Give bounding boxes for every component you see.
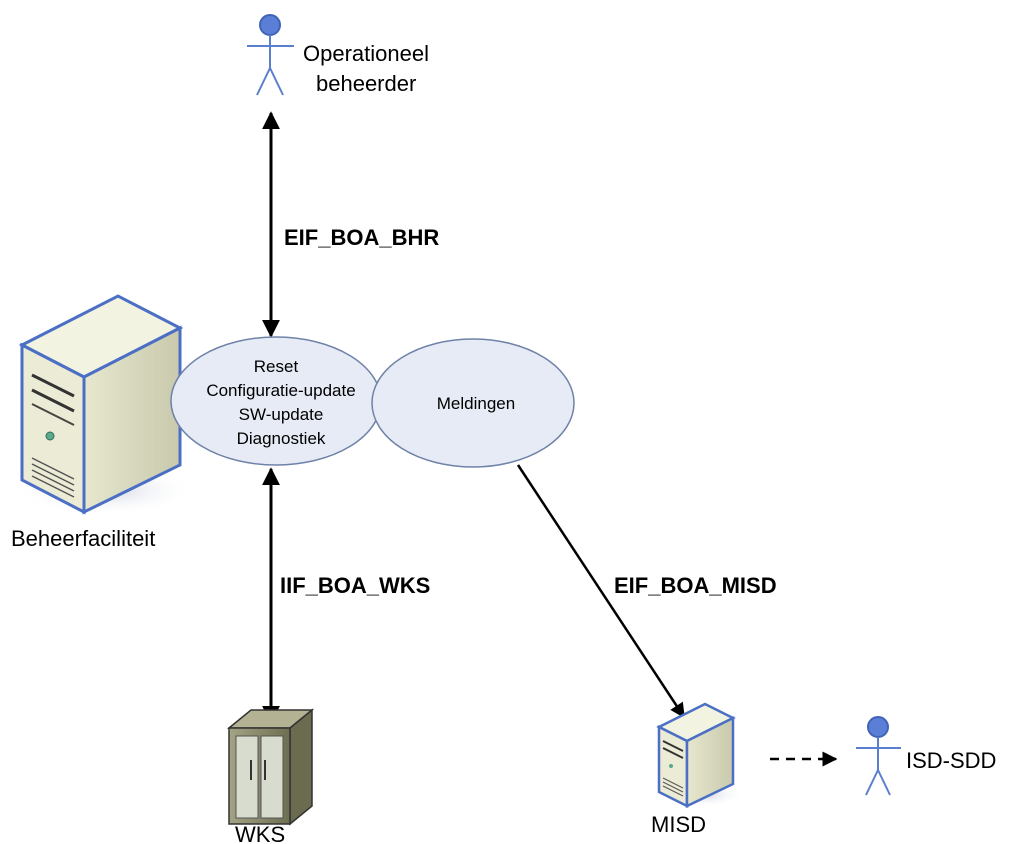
function-notifications-label: Meldingen [437,394,515,413]
person-icon [247,14,294,96]
server-icon [656,702,736,809]
actor-label: ISD-SDD [906,748,996,773]
function-line-diagnostics: Diagnostiek [237,429,326,448]
interface-label-wks: IIF_BOA_WKS [280,573,430,598]
server-misd: MISD [651,702,744,837]
misd-label: MISD [651,812,706,837]
wks-label: WKS [235,822,285,844]
ellipse-shape [371,338,575,468]
interface-label-misd: EIF_BOA_MISD [614,573,777,598]
function-notifications-ellipse: Meldingen [371,338,575,468]
function-control-ellipse: Reset Configuratie-update SW-update Diag… [170,336,382,466]
function-line-config-update: Configuratie-update [206,381,355,400]
connector-eif-boa-misd [516,464,686,719]
server-management-facility: Beheerfaciliteit [11,294,195,551]
cabinet-icon [226,708,315,826]
person-icon [856,716,901,796]
function-line-reset: Reset [254,357,299,376]
server-label: Beheerfaciliteit [11,526,155,551]
cabinet-wks: WKS [226,708,315,844]
actor-operational-manager: Operationeel beheerder [247,14,429,96]
function-line-sw-update: SW-update [239,405,324,424]
actor-label-line2: beheerder [316,71,416,96]
interface-label-bhr: EIF_BOA_BHR [284,225,439,250]
server-icon [18,294,184,515]
actor-isd-sdd: ISD-SDD [856,716,996,796]
actor-label-line1: Operationeel [303,41,429,66]
